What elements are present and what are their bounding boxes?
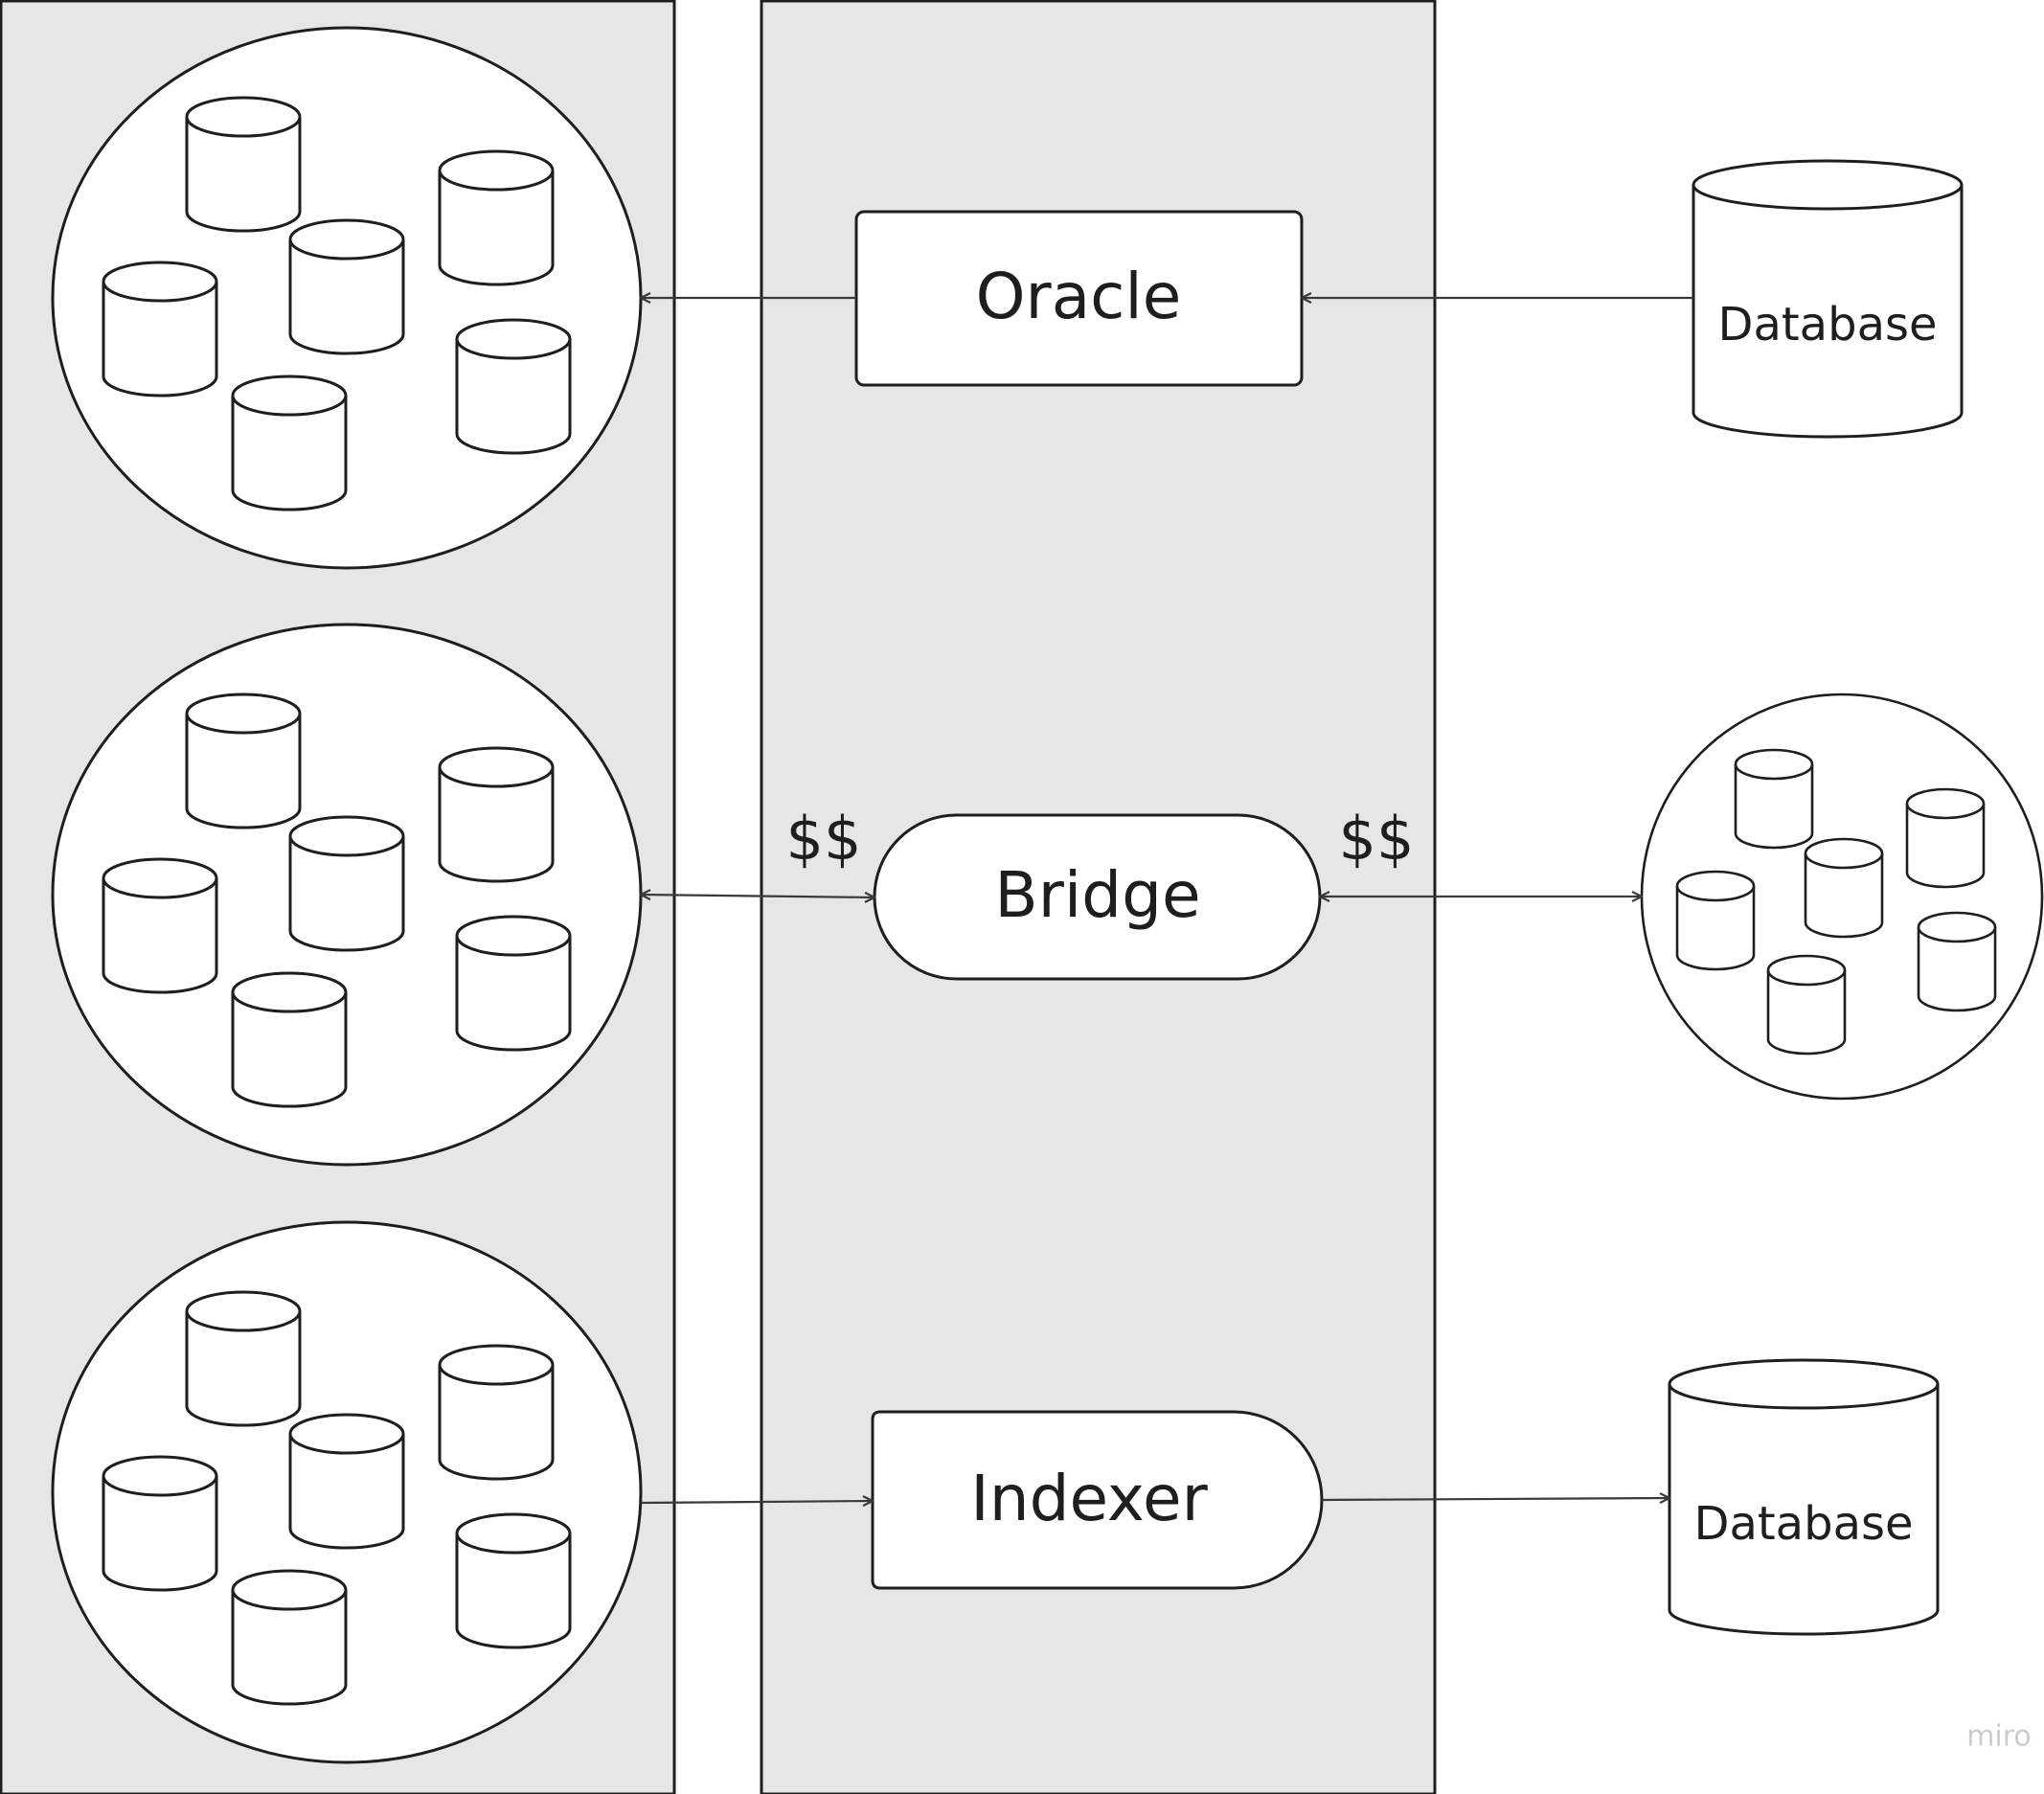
database-top-label: Database [1717,298,1937,352]
mini-database-icon [185,96,302,233]
mini-database-icon [1766,954,1847,1056]
mini-database-icon [438,746,555,883]
mini-database-icon [438,1344,555,1481]
mini-database-icon [455,1512,572,1649]
mini-database-icon [102,857,218,994]
database-bottom-label: Database [1693,1497,1913,1551]
mini-database-icon [288,815,405,952]
mini-database-icon [231,375,348,511]
mini-database-icon [1675,870,1756,971]
indexer-label: Indexer [970,1462,1208,1535]
mini-database-icon [185,1290,302,1427]
mini-database-icon [231,1569,348,1706]
mini-database-icon [1905,787,1986,889]
mini-database-icon [1917,911,1997,1012]
arrow-indexer-to-database [1321,1498,1669,1500]
arrow-cluster-3-to-indexer [640,1501,873,1503]
database-cluster-1 [51,26,643,570]
database-bottom-node [1668,1358,1940,1636]
mini-database-icon [102,261,218,397]
arrow-cluster-2-bridge [641,895,874,897]
mini-database-icon [455,915,572,1052]
mini-database-icon [185,693,302,829]
indexer-node [871,1410,1324,1590]
oracle-label: Oracle [976,260,1182,333]
mini-database-icon [1804,837,1884,939]
mini-database-icon [455,318,572,455]
database-cluster-2 [51,623,643,1167]
fee-label-right: $$ [1339,804,1415,874]
bridge-label: Bridge [994,858,1200,932]
mini-database-icon [288,218,405,355]
mini-database-icon [438,149,555,286]
database-cluster-3 [51,1220,643,1764]
database-top-node [1692,159,1964,439]
mini-database-icon [1734,748,1814,850]
mini-database-icon [288,1413,405,1550]
database-cluster-4 [1640,693,2044,1101]
fee-label-left: $$ [786,804,862,874]
miro-watermark: miro [1966,1720,2032,1754]
mini-database-icon [102,1455,218,1592]
mini-database-icon [231,971,348,1108]
